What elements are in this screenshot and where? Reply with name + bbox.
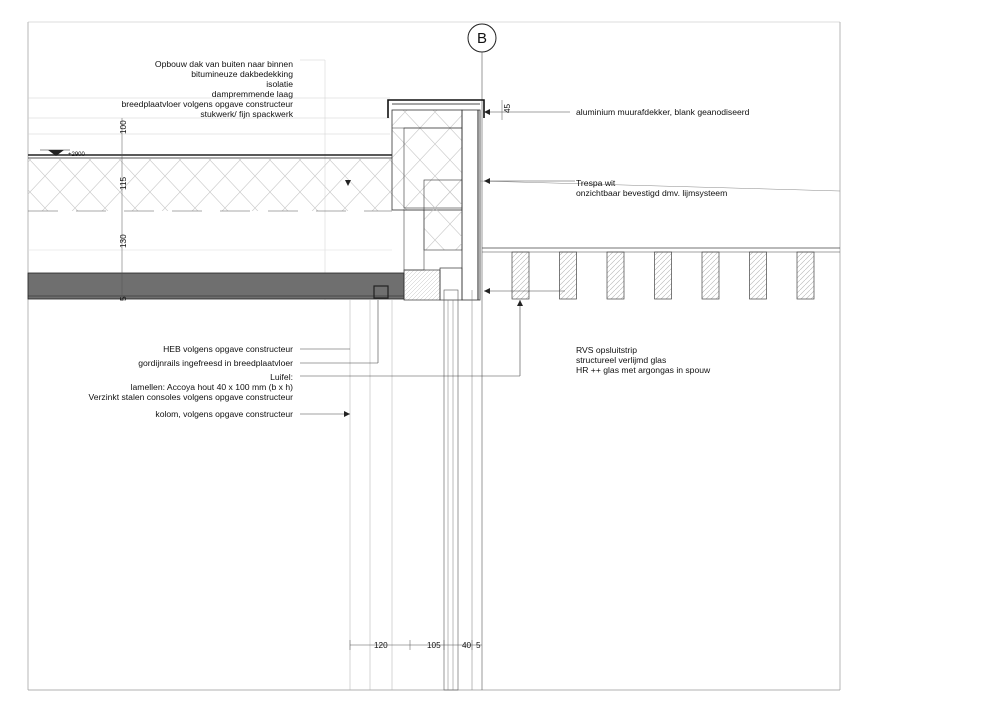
lamella: [654, 251, 672, 300]
dim-40: 40: [462, 641, 472, 650]
dim-100: 100: [119, 120, 128, 134]
level-mark: +2900: [68, 152, 86, 158]
note-isolatie: isolatie: [266, 79, 293, 89]
parapet: [373, 99, 485, 301]
dim-105: 105: [427, 641, 441, 650]
note-heb: HEB volgens opgave constructeur: [163, 344, 293, 354]
note-hr-glas: HR ++ glas met argongas in spouw: [576, 365, 711, 375]
note-luifel: Luifel:: [270, 372, 293, 382]
note-breedplaat: breedplaatvloer volgens opgave construct…: [121, 99, 293, 109]
leaders: [300, 111, 575, 415]
lamella: [749, 251, 767, 300]
leader-guides: [28, 59, 390, 300]
roof-build-up: +2900: [27, 149, 405, 300]
note-trespa-bevestiging: onzichtbaar bevestigd dmv. lijmsysteem: [576, 188, 727, 198]
roof-notes: Opbouw dak van buiten naar binnen bitumi…: [121, 59, 293, 119]
dim-5b: 5: [476, 641, 481, 650]
note-gordijnrails: gordijnrails ingefreesd in breedplaatvlo…: [138, 358, 293, 368]
note-muurafdekker: aluminium muurafdekker, blank geanodisee…: [576, 107, 750, 117]
note-structureel: structureel verlijmd glas: [576, 355, 666, 365]
note-kolom: kolom, volgens opgave constructeur: [155, 409, 293, 419]
grid-axis-b: B: [467, 23, 497, 690]
dim-5: 5: [119, 296, 128, 301]
note-consoles: Verzinkt stalen consoles volgens opgave …: [89, 392, 294, 402]
note-stukwerk: stukwerk/ fijn spackwerk: [200, 109, 293, 119]
lamella: [606, 251, 625, 300]
dim-130: 130: [119, 234, 128, 248]
lamella: [701, 251, 720, 300]
bottom-dimensions: [349, 640, 482, 650]
grid-marker: B: [477, 30, 487, 47]
canopy-lamellae: [511, 251, 815, 300]
lamella: [559, 251, 577, 300]
facade-glazing: [349, 110, 479, 691]
dim-120: 120: [374, 641, 388, 650]
note-bitumen: bitumineuze dakbedekking: [191, 69, 293, 79]
arrow-heads: [344, 109, 523, 417]
note-trespa: Trespa wit: [576, 178, 616, 188]
lamella: [511, 251, 530, 300]
dim-115: 115: [119, 177, 128, 190]
note-rvs: RVS opsluitstrip: [576, 345, 637, 355]
dim-45: 45: [503, 103, 512, 113]
lamella: [796, 251, 815, 300]
note-damprem: dampremmende laag: [212, 89, 293, 99]
sheet-frame: [27, 21, 841, 691]
note-opbouw: Opbouw dak van buiten naar binnen: [155, 59, 293, 69]
note-lamellen: lamellen: Accoya hout 40 x 100 mm (b x h…: [131, 382, 294, 392]
